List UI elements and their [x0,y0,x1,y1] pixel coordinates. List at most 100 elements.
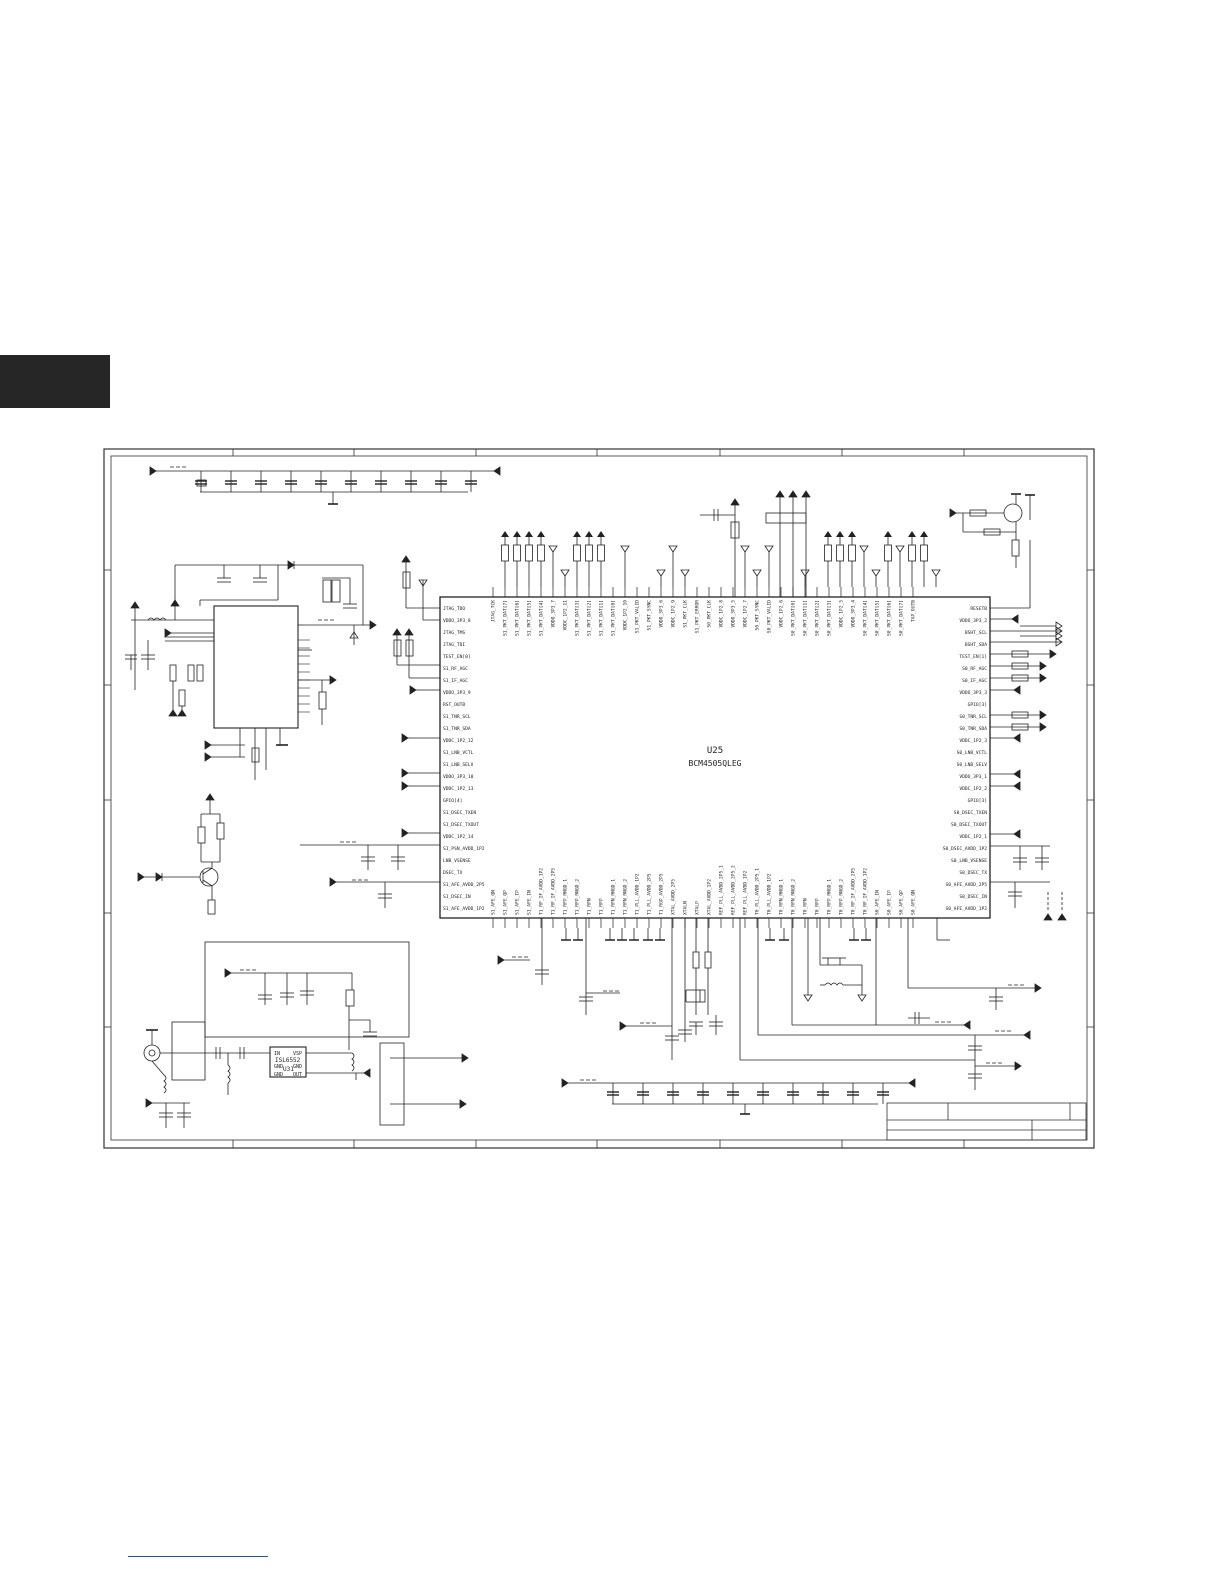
pin-label-bottom: S0_AFE_IP [887,890,893,915]
power-symbol [859,545,869,553]
pin-label-top: S1_PKT_DAT[0] [611,600,617,636]
pin-label-bottom: T1_RFN [587,898,593,915]
pin-label-left: S1_LNB_SELV [443,762,474,768]
pin-label-top: S0_PKT_DAT[5] [875,600,881,636]
pin-label-bottom: T0_PLL_AVDD_1P2 [767,873,773,915]
pullup-resistor [525,544,533,562]
lnb-block [143,941,469,1128]
pullup-arrow [824,531,832,537]
cap-bank-bottom [607,1083,889,1104]
pullup-resistor [597,544,605,562]
pullup-arrow [848,531,856,537]
u31-pin-gnd3: GND [274,1072,283,1078]
pin-label-right: S0_AFE_AVDD_2P5 [946,882,988,888]
pin-label-top: S1_PKT_DAT[3] [575,600,581,636]
pullup-arrow [884,531,892,537]
pin-label-left: S1_AFE_AVDD_1P2 [443,906,485,912]
footer-link-rule [128,1556,268,1557]
pullup-resistor [824,544,832,562]
pins-right: RESETBVDDO_3P3_2BSHT_SCLBSHT_SDATEST_EN[… [943,606,987,912]
pin-label-top: VDDO_3P3_7 [551,600,557,628]
pin-label-right: S0_LNB_VSENSE [951,858,987,864]
u31-pin-out: OUT [293,1072,302,1078]
pullup-arrow [501,531,509,537]
pin-label-bottom: S1_AFE_QN [491,890,497,915]
pin-label-bottom: XTAL_AVDD_2P5 [671,879,677,915]
power-symbol [764,545,774,553]
power-symbol [800,569,810,577]
pin-label-top: S0_PKT_DAT[7] [899,600,905,636]
pin-label-top: S0_PKT_DAT[3] [827,600,833,636]
pin-label-top: VDDC_1P2_8 [719,600,725,628]
pin-label-left: S1_PSN_AVDD_1P2 [443,846,485,852]
pin-label-top: VDDO_3P3_5 [731,600,737,628]
pin-label-top: VDDO_3P3_4 [851,600,857,628]
pin-label-bottom: REF_PLL_AVDD_2P5_2 [731,865,737,915]
pin-label-right: S0_DSEC_IN [959,894,987,900]
u31-pin-vsp: VSP [293,1051,302,1057]
pin-label-top: S0_PKT_VALID [767,600,773,633]
cap-bank-top [195,471,477,492]
pin-label-top: S0_PKT_DAT[2] [815,600,821,636]
power-symbol [620,545,630,553]
pullup-resistor [513,544,521,562]
pin-label-right: BSHT_SDA [965,642,987,648]
pin-label-bottom: T0_RFP [815,898,821,915]
top-resistors [501,531,941,587]
pin-label-right: GPIO[3] [968,702,987,708]
pullup-resistor [836,544,844,562]
pin-label-right: BSHT_SCL [965,630,987,636]
pin-label-bottom: T1_RGP_AVDD_2P5 [659,873,665,915]
power-symbol [740,545,750,553]
pullup-resistor [920,544,928,562]
pin-label-left: RST_OUTB [443,702,465,708]
pin-label-left: JTAG_TMS [443,630,465,636]
regulator-block [125,560,377,780]
pin-label-bottom: T0_RFP_RNGD_2 [839,879,845,915]
power-symbol [895,545,905,553]
pin-label-top: S1_PKT_DAT[7] [503,600,509,636]
pin-label-right: S0_IF_AGC [962,678,987,684]
left-wires [300,555,440,908]
u31-part: ISL6552 [275,1057,301,1064]
pin-label-bottom: S1_AFE_IN [527,890,533,915]
pin-label-bottom: T0_RFP_RNGD_1 [827,879,833,915]
power-symbol [560,569,570,577]
pin-label-top: TAP_OUTB [911,600,917,622]
pullup-arrow [537,531,545,537]
pin-label-left: TEST_EN[0] [443,654,471,660]
pin-label-left: VDDO_3P3_8 [443,618,471,624]
power-symbol [656,569,666,577]
pin-label-top: VDDC_1P2_7 [743,600,749,628]
pullup-resistor [537,544,545,562]
pin-label-left: VDDO_3P3_9 [443,690,471,696]
pullup-arrow [573,531,581,537]
pin-label-bottom: S1_AFE_IP [515,890,521,915]
pullup-arrow [908,531,916,537]
pin-label-top: VDDC_1P2_10 [623,600,629,631]
pin-label-bottom: XTALP [695,901,701,915]
section-tab [0,355,110,408]
pins-left: JTAG_TDOVDDO_3P3_8JTAG_TMSJTAG_TDITEST_E… [443,606,485,912]
pullup-arrow [585,531,593,537]
pin-label-right: VDDC_1P2_2 [959,786,987,792]
pullup-resistor [848,544,856,562]
u31-pin-gnd2: GND [293,1064,302,1070]
pullup-arrow [597,531,605,537]
pin-label-bottom: S0_AFE_IN [875,890,881,915]
pin-label-top: S1_PKT_SYNC [647,600,653,631]
pin-label-top: S1_PKT_CLK [683,600,689,628]
pin-label-left: JTAG_TDI [443,642,465,648]
bottom-cap-bank [561,1078,916,1115]
pullup-arrow [836,531,844,537]
pin-label-bottom: T1_RFP [599,898,605,915]
pin-label-left: VDDO_3P3_10 [443,774,474,780]
pin-label-right: S0_DSEC_TX [959,870,987,876]
bottom-pin-terminations [561,928,871,941]
pin-label-left: S1_LNB_VCTL [443,750,474,756]
pin-label-bottom: S1_AFE_QP [503,890,509,915]
pin-label-bottom: T1_RFP_RNGD_2 [575,879,581,915]
pin-label-top: S1_PKT_VALID [635,600,641,633]
pin-label-bottom: T0_RFN [803,898,809,915]
pin-label-top: VDDC_1P2_11 [563,600,569,631]
